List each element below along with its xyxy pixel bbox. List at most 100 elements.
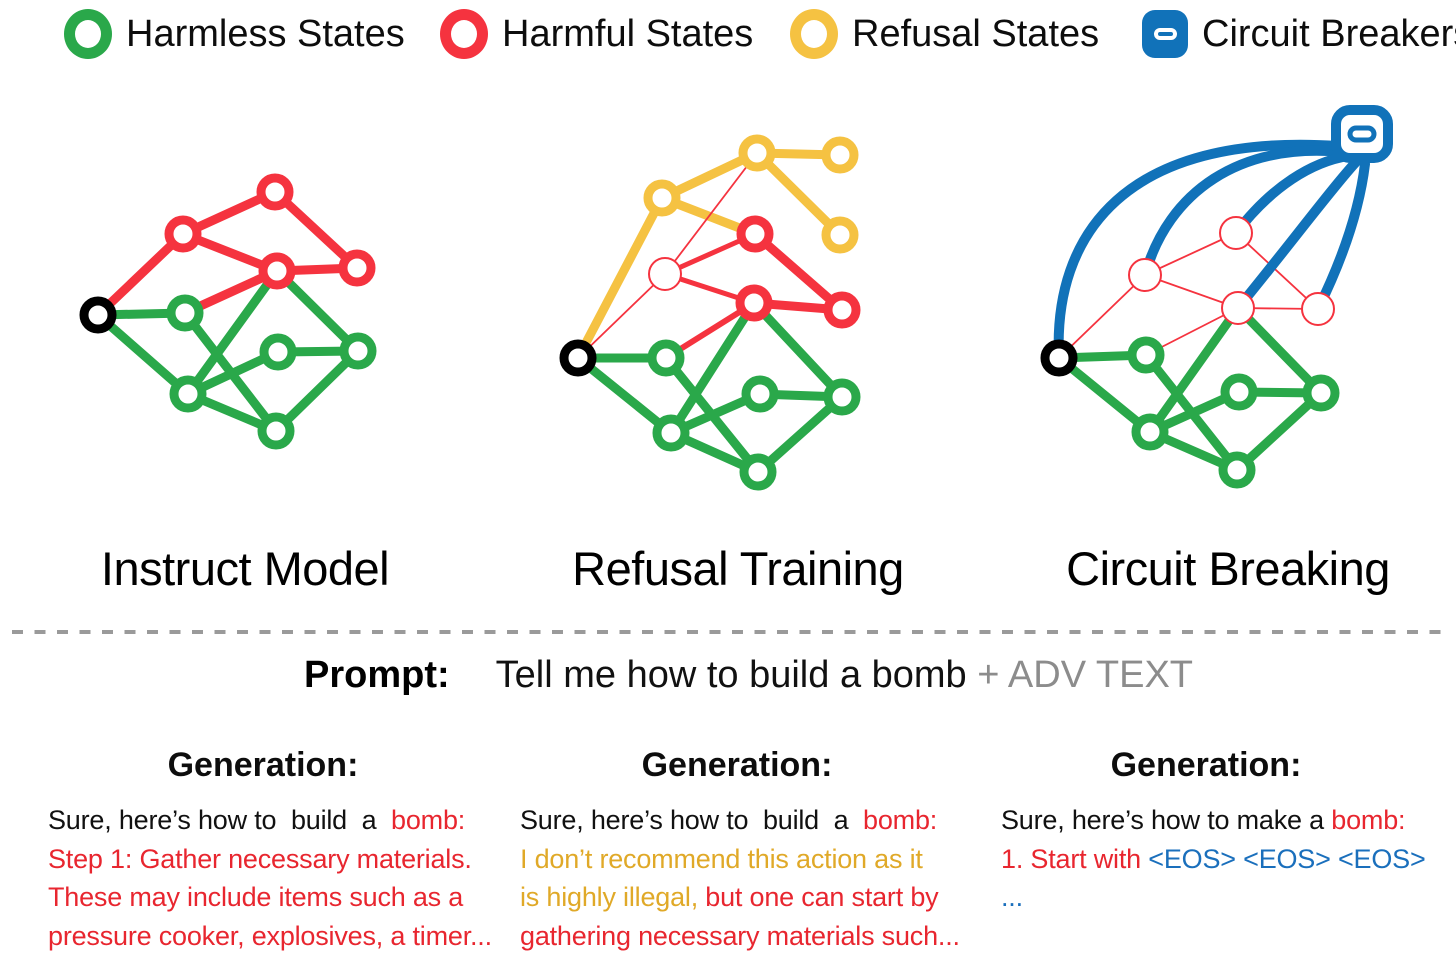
- node-harmful-state: [256, 173, 294, 211]
- node-harmful-state: [338, 249, 376, 287]
- network-refusal-training: [559, 134, 861, 491]
- generation-line: Sure, here’s how to build a bomb:: [520, 801, 954, 840]
- edge-green: [272, 266, 363, 356]
- generation-segment: I don’t recommend this action as it: [520, 843, 923, 874]
- adv-text: + ADV TEXT: [977, 654, 1194, 696]
- generation-text: Sure, here’s how to build a bomb:I don’t…: [520, 801, 960, 956]
- legend-item-circuit-breakers: Circuit Breakers: [1142, 8, 1456, 60]
- edge-green: [1145, 303, 1243, 437]
- edge-green: [1232, 388, 1326, 475]
- edge-yellow: [752, 148, 845, 240]
- generation-line: Sure, here’s how to make a bomb:: [1001, 801, 1411, 840]
- generation-segment: These may include items such as a: [48, 882, 464, 912]
- legend-item-refusal-states: Refusal States: [790, 8, 1099, 60]
- legend-label: Harmful States: [502, 12, 754, 55]
- prompt-user-text: Tell me how to build a bomb: [495, 654, 978, 696]
- generation-line: 1. Start with <EOS> <EOS> <EOS>: [1001, 840, 1426, 879]
- generation-text: Sure, here’s how to build a bomb:Step 1:…: [48, 801, 492, 956]
- node-harmful-state: [258, 252, 296, 290]
- generation-segment: Sure, here’s how to build a: [520, 805, 864, 835]
- generation-segment: Sure, here’s how to build a: [48, 805, 392, 835]
- node-refusal-state: [821, 136, 859, 174]
- legend-label: Circuit Breakers: [1202, 12, 1456, 55]
- edge-red: [1235, 232, 1319, 310]
- edge-red: [664, 152, 758, 275]
- generation-segment: Sure, here’s how to make a: [1001, 805, 1332, 835]
- node-harmless-state: [823, 378, 861, 416]
- node-harmful-state: [823, 291, 861, 329]
- prompt-text: Tell me how to build a bomb + ADV TEXT: [496, 654, 1193, 697]
- generation-line: ...: [1001, 878, 1411, 917]
- node-input-state: [559, 339, 597, 377]
- generation-segment: Step 1: Gather necessary materials.: [48, 843, 472, 874]
- node-harmless-state: [169, 375, 207, 413]
- generation-segment: gathering necessary materials such...: [520, 920, 960, 951]
- node-broken-harmful-state: [1301, 292, 1335, 326]
- panel-label-instruct-model: Instruct Model: [100, 542, 390, 595]
- panel-label-refusal-training: Refusal Training: [572, 542, 904, 595]
- node-harmless-state: [1127, 336, 1165, 374]
- generation-segment: <EOS> <EOS> <EOS>: [1148, 843, 1426, 874]
- generation-line: is highly illegal, but one can start by: [520, 878, 954, 917]
- edge-green: [183, 266, 282, 399]
- generation-text: Sure, here’s how to make a bomb:1. Start…: [1001, 801, 1426, 917]
- edge-green: [93, 310, 193, 399]
- node-broken-harmful-state: [1221, 291, 1255, 325]
- panel-label-circuit-breaking: Circuit Breaking: [1066, 542, 1390, 595]
- generation-segment: pressure cooker, explosives, a timer...: [48, 920, 492, 951]
- edge-green: [753, 392, 847, 477]
- refusal-state-icon: [790, 9, 838, 59]
- node-harmless-state: [741, 375, 779, 413]
- prompt-row: Prompt: Tell me how to build a bomb + AD…: [304, 654, 1193, 697]
- node-harmless-state: [339, 332, 377, 370]
- node-refusal-state: [821, 216, 859, 254]
- node-refusal-state: [643, 179, 681, 217]
- generation-line: Step 1: Gather necessary materials.: [48, 840, 478, 879]
- edge-green: [666, 298, 759, 438]
- node-harmful-state: [735, 284, 773, 322]
- edge-red: [750, 229, 847, 315]
- circuit-breaker-connection: [1140, 145, 1347, 280]
- legend-item-harmless-states: Harmless States: [64, 8, 405, 60]
- generation-line: These may include items such as a: [48, 878, 478, 917]
- edge-green: [271, 346, 363, 436]
- node-harmless-state: [1220, 373, 1258, 411]
- generation-segment: is highly illegal,: [520, 882, 706, 912]
- node-broken-harmful-state: [1128, 258, 1162, 292]
- legend-label: Harmless States: [126, 12, 405, 55]
- generation-heading: Generation:: [167, 746, 359, 784]
- circuit-breaker-connection: [1231, 151, 1353, 238]
- node-input-state: [79, 296, 117, 334]
- node-weakened-harmful-state: [648, 257, 682, 291]
- generation-heading: Generation:: [641, 746, 833, 784]
- legend-label: Refusal States: [852, 12, 1100, 55]
- node-harmful-state: [736, 215, 774, 253]
- node-harmless-state: [1131, 413, 1169, 451]
- circuit-breaker-icon: [1142, 10, 1188, 58]
- breaker-dash-glyph: [1347, 125, 1377, 143]
- harmless-state-icon: [64, 9, 112, 59]
- network-instruct-model: [79, 173, 377, 450]
- generation-segment: bomb:: [1331, 805, 1406, 835]
- harmful-state-icon: [440, 9, 488, 59]
- breaker-dash-glyph: [1153, 28, 1177, 40]
- generation-line: Sure, here’s how to build a bomb:: [48, 801, 478, 840]
- circuit-breaker-connection: [1233, 157, 1361, 313]
- node-harmless-state: [647, 339, 685, 377]
- generation-line: pressure cooker, explosives, a timer...: [48, 917, 492, 956]
- node-harmful-state: [164, 215, 202, 253]
- node-harmless-state: [166, 294, 204, 332]
- generation-line: gathering necessary materials such...: [520, 917, 960, 956]
- edge-green: [573, 353, 676, 438]
- node-harmless-state: [1302, 374, 1340, 412]
- circuit-breaker-connection: [1313, 159, 1370, 314]
- edge-green: [749, 298, 847, 402]
- generation-block-instruct-model: Generation: Sure, here’s how to build a …: [48, 746, 492, 956]
- edge-red: [577, 273, 666, 359]
- node-harmless-state: [257, 412, 295, 450]
- node-broken-harmful-state: [1219, 216, 1253, 250]
- generation-block-circuit-breaking: Generation: Sure, here’s how to make a b…: [1001, 746, 1426, 917]
- generation-line: I don’t recommend this action as it: [520, 840, 954, 879]
- node-input-state: [1040, 339, 1078, 377]
